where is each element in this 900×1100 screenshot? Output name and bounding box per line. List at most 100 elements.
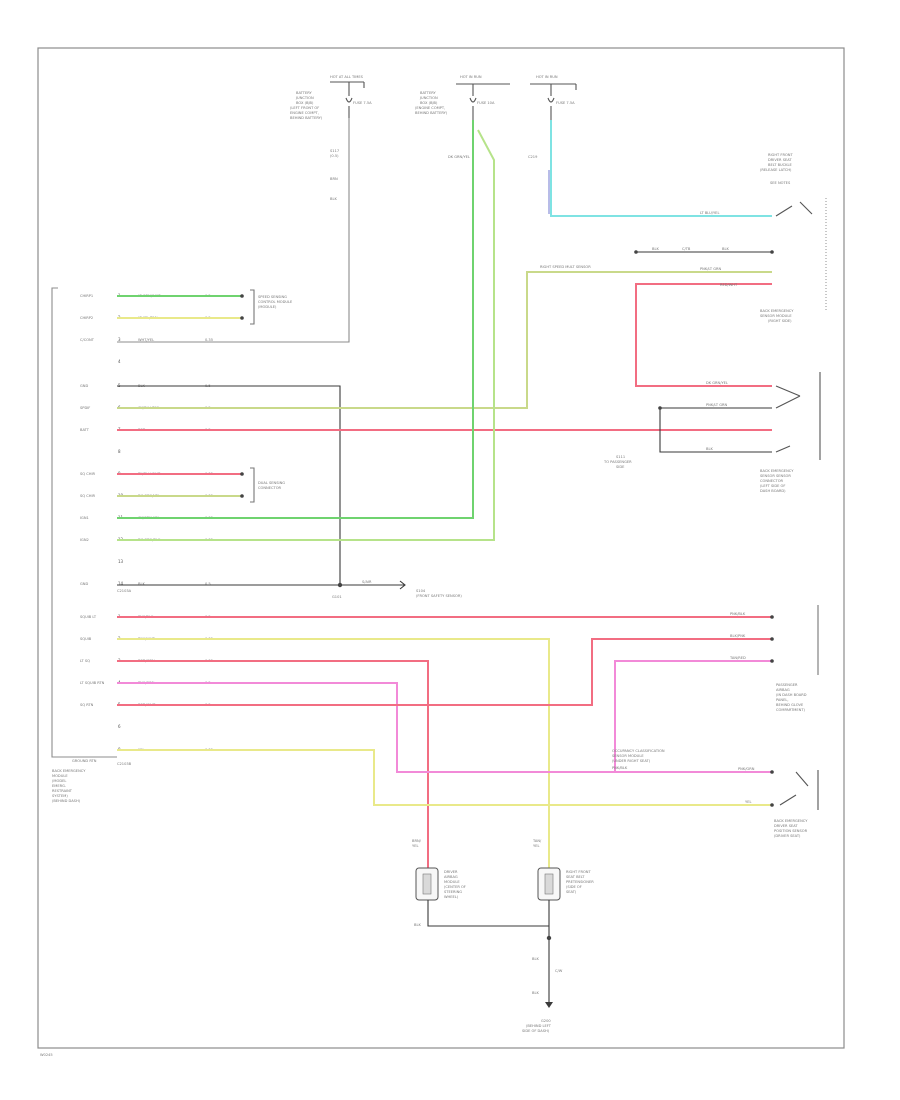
rs-pin-a — [770, 770, 774, 774]
occ-line: SENSOR MODULE — [612, 754, 644, 758]
fuse-left-hot: HOT AT ALL TIMES — [330, 75, 364, 79]
module-name-line: BACK EMERGENCY — [52, 769, 86, 773]
figure-id: W0245 — [40, 1053, 53, 1057]
right-top-wire: LT BLU/YEL — [700, 211, 719, 215]
fuse-mid-hot: HOT IN RUN — [460, 75, 482, 79]
sq-chirp-line: CONNECTOR — [258, 486, 282, 490]
pin-number: 13 — [118, 559, 124, 564]
fuse-left-rating: FUSE 7.5A — [353, 101, 372, 105]
rs-pin-b — [770, 803, 774, 807]
rs-line: BACK EMERGENCY — [774, 819, 808, 823]
bg-line: SIDE OF DASH) — [522, 1029, 550, 1033]
cr-line: RIGHT FRONT — [566, 870, 591, 874]
gm-line: TO PASSENGER — [603, 460, 632, 464]
module-name-line: RESTRAINT — [52, 789, 73, 793]
occ-label: OCCUPANCY CLASSIFICATION SENSOR MODULE (… — [612, 749, 665, 770]
cl-line: (CENTER OF — [444, 885, 466, 889]
pin-number: 14 — [118, 581, 124, 586]
pin-function: SQUIB — [80, 637, 92, 641]
sq-chirp-line: DUAL SENSING — [258, 481, 285, 485]
chirp-module-line: SPEED SENSING — [258, 295, 287, 299]
pin-function: GND — [80, 582, 88, 586]
br-pin-c — [770, 659, 774, 663]
module-name-line: SYSTEM) — [52, 794, 68, 798]
br-pin-a — [770, 615, 774, 619]
fuse-right-wire: C219 — [528, 155, 538, 159]
pin-function: IGN1 — [80, 516, 89, 520]
pin-function: BATT — [80, 428, 90, 432]
bg-line: (BEHIND LEFT — [526, 1024, 552, 1028]
fuse-chain-b: C/TB — [682, 247, 691, 251]
cr-line: SEAT BELT — [566, 875, 585, 879]
chirp-module-line: (MODULE) — [258, 305, 277, 309]
bottom-ground-label: G200 (BEHIND LEFT SIDE OF DASH) — [522, 1019, 552, 1033]
sq-chirp-a-terminal — [240, 472, 244, 476]
module-name-line: (BEHIND DASH) — [52, 799, 81, 803]
br-line: AIRBAG — [776, 688, 790, 692]
wire-lt-squib-rtn — [117, 682, 772, 773]
fuse-left-fuse — [345, 82, 353, 118]
fuse-right-fuse — [547, 84, 555, 120]
br-pin-b — [770, 637, 774, 641]
ms-line: BACK EMERGENCY — [760, 469, 794, 473]
fuse-right-hot: HOT IN RUN — [536, 75, 558, 79]
module-label: BACK EMERGENCY MODULE (MODEL EMERG. REST… — [52, 769, 86, 803]
ms-line: CONNECTOR — [760, 479, 784, 483]
fuse-left-line: BEHIND BATTERY) — [290, 116, 323, 120]
module-connector-b: C2103B — [117, 762, 132, 766]
module-connector-a: C2103A — [117, 589, 132, 593]
fuse-mid-line: BEHIND BATTERY) — [415, 111, 448, 115]
fuse-chain-a: BLK — [652, 247, 659, 251]
fuse-left-splice: S117 — [330, 149, 339, 153]
fuse-left: BATTERY JUNCTION BOX (BJB) (LEFT FRONT O… — [117, 75, 372, 343]
wire-squib — [117, 638, 550, 870]
ms-line: DASH BOARD) — [760, 489, 786, 493]
fuse-mid-wire: DK GRN/YEL — [448, 155, 470, 159]
cr-line: PRETENSIONER — [566, 880, 594, 884]
rs-line: DRIVER SEAT — [774, 824, 798, 828]
bus-label: S/AIR — [362, 580, 372, 584]
bus-splice-label: G101 — [332, 595, 342, 599]
fuse-left-splice-wire: BRN — [330, 177, 338, 181]
pin-function: SPDIF — [80, 406, 90, 410]
fuse-left-line: BATTERY — [296, 91, 313, 95]
rm-line: (RIGHT SIDE) — [768, 319, 792, 323]
sq-chirp-b-terminal — [240, 494, 244, 498]
pin-function: GND — [80, 384, 88, 388]
clk-gnd-chain — [427, 900, 550, 1002]
right-module-label: BACK EMERGENCY SENSOR MODULE (RIGHT SIDE… — [760, 309, 794, 323]
br-line: PANEL, — [776, 698, 789, 702]
chirp-bracket — [250, 289, 255, 325]
right-top-label: RIGHT FRONT DRIVER SEAT BELT BUCKLE (REL… — [760, 153, 793, 185]
mid-sensor-top — [658, 406, 662, 410]
fuse-chain-start — [634, 250, 638, 254]
rm-line: BACK EMERGENCY — [760, 309, 794, 313]
fuse-mid-line: BATTERY — [420, 91, 437, 95]
wire-red-loop — [635, 283, 772, 387]
module-pin-row: 4 — [118, 359, 121, 364]
pin-number: 3 — [118, 337, 121, 342]
ms-line: (LEFT SIDE OF — [760, 484, 785, 488]
br-conn-b: BLK/PNK — [730, 634, 746, 638]
gm-line: SIDE — [616, 465, 625, 469]
clockspring-left: BRN/ YEL DRIVER AIRBAG MODULE (CENTER OF… — [412, 839, 466, 901]
pin-wire-color: WHT/YEL — [138, 338, 154, 342]
wire-ign2 — [117, 129, 495, 541]
wire-sq-rtn — [117, 638, 772, 706]
pin-wire-gauge: 0.35 — [205, 338, 213, 342]
cr-line: SEAT) — [566, 890, 577, 894]
diagram-frame — [37, 47, 845, 1049]
rt-line: SEE NOTES — [770, 181, 791, 185]
pin-number: 6 — [118, 724, 121, 729]
fuse-left-splice: (0.5) — [330, 154, 339, 158]
mid-sensor-label: BACK EMERGENCY SENSOR SENSOR CONNECTOR (… — [760, 469, 794, 493]
fuse-mid-rating: FUSE 10A — [477, 101, 495, 105]
fuse-left-label: BATTERY JUNCTION BOX (BJB) (LEFT FRONT O… — [290, 91, 323, 120]
rt-line: (RELEASE LATCH) — [760, 168, 792, 172]
occ-line: OCCUPANCY CLASSIFICATION — [612, 749, 665, 753]
rt-line: DRIVER SEAT — [768, 158, 792, 162]
rs-switch — [779, 770, 819, 810]
cl-line: STEERING — [444, 890, 462, 894]
rs-line: POSITION SENSOR — [774, 829, 808, 833]
